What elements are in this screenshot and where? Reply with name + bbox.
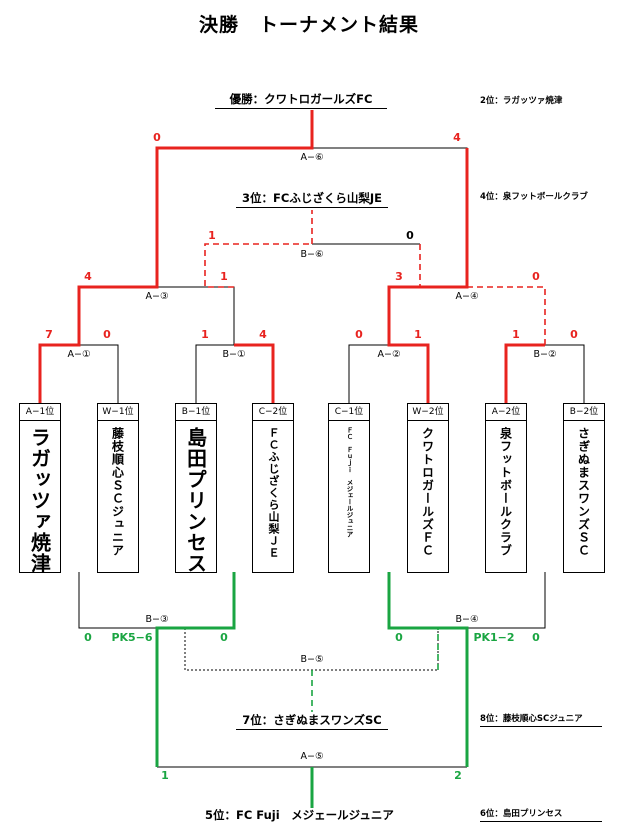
fifth-place-label: 5位：FC Fuji メジェールジュニア (205, 808, 394, 822)
team-box-w2: W−2位 クワトロガールズＦＣ (407, 403, 449, 573)
team-box-b1: B−1位 島田プリンセス (175, 403, 217, 574)
team-name: 島田プリンセス (183, 427, 208, 574)
team-box-w1: W−1位 藤枝順心ＳＣジュニア (97, 403, 139, 573)
page-title: 決勝 トーナメント結果 (198, 14, 419, 36)
score-b3-left: 0 (84, 631, 92, 644)
match-label-a4: A−④ (455, 291, 479, 302)
champion-label: 優勝：クワトロガールズFC (215, 91, 387, 109)
score-final-left: 0 (153, 131, 161, 144)
team-rank: W−2位 (408, 404, 448, 421)
fourth-place-label: 4位：泉フットボールクラブ (480, 192, 588, 202)
match-label-b1: B−① (222, 349, 246, 360)
team-name: ＦＣ Ｆｕｊｉ メジェールジュニア (345, 427, 353, 538)
score-b4-pk: PK1−2 (473, 631, 515, 644)
match-label-b3: B−③ (145, 614, 169, 625)
team-name: ＦＣふじざくら山梨ＪＥ (267, 427, 280, 559)
score-a2-right: 1 (414, 328, 422, 341)
team-name: 泉フットボールクラブ (498, 427, 513, 557)
team-rank: B−1位 (176, 404, 216, 421)
team-box-c2: C−2位 ＦＣふじざくら山梨ＪＥ (252, 403, 294, 573)
score-b3-pk: PK5−6 (111, 631, 153, 644)
match-label-a2: A−② (377, 349, 401, 360)
match-label-a6: A−⑥ (300, 152, 324, 163)
score-b4-right: 0 (532, 631, 540, 644)
score-third-left: 1 (208, 229, 216, 242)
score-b4-left: 0 (395, 631, 403, 644)
team-rank: C−2位 (253, 404, 293, 421)
match-label-b5: B−⑤ (300, 654, 324, 665)
match-label-a3: A−③ (145, 291, 169, 302)
match-label-b2: B−② (533, 349, 557, 360)
team-name: クワトロガールズＦＣ (420, 427, 435, 557)
score-b1-left: 1 (201, 328, 209, 341)
score-a5-left: 1 (161, 769, 169, 782)
sixth-place-label: 6位：島田プリンセス (480, 807, 602, 822)
third-place-label: 3位：FCふじざくら山梨JE (236, 190, 388, 208)
seventh-place-label: 7位：さぎぬまスワンズSC (236, 712, 388, 730)
score-a5-right: 2 (454, 769, 462, 782)
score-a1-right: 0 (103, 328, 111, 341)
team-name: 藤枝順心ＳＣジュニア (110, 427, 125, 557)
team-name: さぎぬまスワンズＳＣ (576, 427, 591, 557)
score-b2-left: 1 (512, 328, 520, 341)
eighth-place-label: 8位：藤枝順心SCジュニア (480, 712, 602, 727)
score-a3-left: 4 (84, 270, 92, 283)
score-a4-left: 3 (395, 270, 403, 283)
team-box-b2: B−2位 さぎぬまスワンズＳＣ (563, 403, 605, 573)
score-a1-left: 7 (45, 328, 53, 341)
match-label-b4: B−④ (455, 614, 479, 625)
score-a4-right: 0 (532, 270, 540, 283)
team-rank: W−1位 (98, 404, 138, 421)
score-b3-right: 0 (220, 631, 228, 644)
score-final-right: 4 (453, 131, 461, 144)
match-label-a5: A−⑤ (300, 751, 324, 762)
team-rank: C−1位 (329, 404, 369, 421)
second-place-label: 2位：ラガッツァ焼津 (480, 96, 563, 106)
team-box-c1: C−1位 ＦＣ Ｆｕｊｉ メジェールジュニア (328, 403, 370, 573)
team-name: ラガッツァ焼津 (27, 427, 52, 574)
match-label-b6: B−⑥ (300, 249, 324, 260)
match-label-a1: A−① (67, 349, 91, 360)
team-rank: B−2位 (564, 404, 604, 421)
score-a3-right: 1 (220, 270, 228, 283)
team-box-a2: A−2位 泉フットボールクラブ (485, 403, 527, 573)
score-b2-right: 0 (570, 328, 578, 341)
team-rank: A−2位 (486, 404, 526, 421)
score-b1-right: 4 (259, 328, 267, 341)
team-rank: A−1位 (20, 404, 60, 421)
score-third-right: 0 (406, 229, 414, 242)
score-a2-left: 0 (355, 328, 363, 341)
team-box-a1: A−1位 ラガッツァ焼津 (19, 403, 61, 574)
